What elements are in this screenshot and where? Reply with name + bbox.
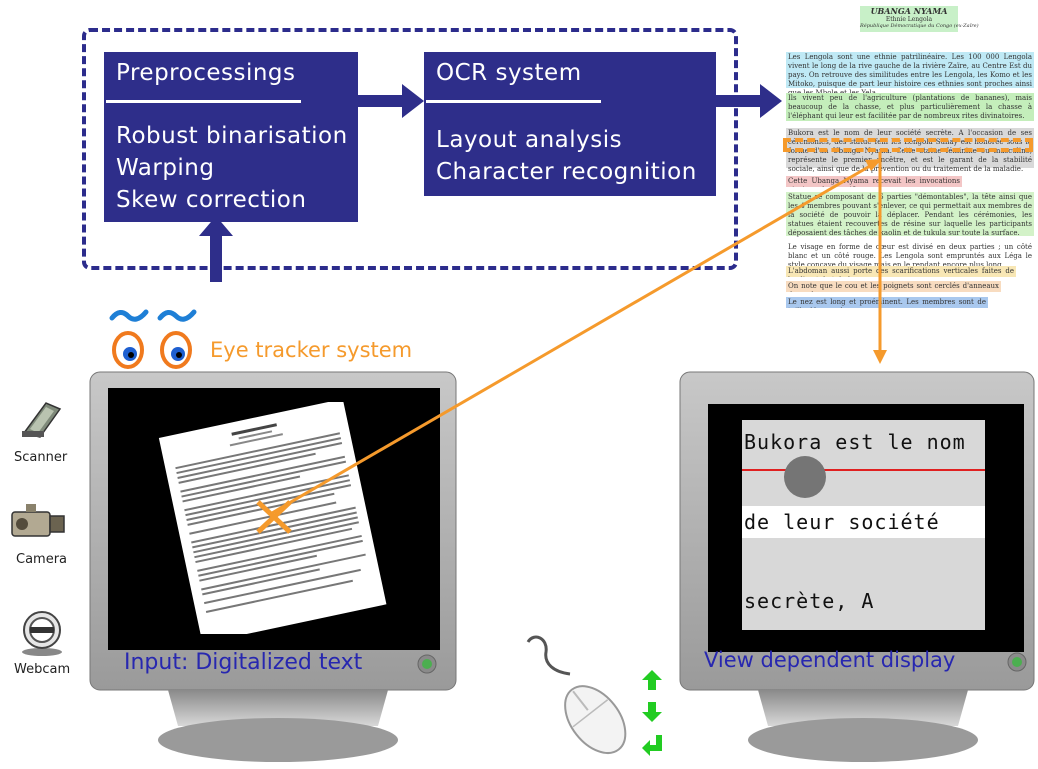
document-paragraph: Ils vivent peu de l'agriculture (plantat…	[786, 93, 1034, 121]
device-label: Camera	[16, 552, 68, 567]
gaze-arrowhead	[873, 350, 887, 364]
paragraph-text: L'abdoman aussi porte des scarifications…	[788, 267, 1014, 277]
document-paragraph: Le visage en forme de cœur est divisé en…	[786, 242, 1034, 270]
preprocessing-item: Warping	[116, 155, 215, 181]
webcam-icon	[22, 611, 62, 656]
pipeline-arrows	[199, 84, 782, 282]
display-line: secrète, A	[744, 589, 875, 613]
output-label: View dependent display	[704, 648, 956, 672]
mouse-icon	[526, 635, 627, 754]
document-paragraph: Le nez est long et proéminent. Les membr…	[786, 297, 988, 308]
display-line: Bukora est le nom	[744, 430, 966, 454]
paragraph-text: On note que le cou et les poignets sont …	[788, 282, 999, 292]
ocr-item: Layout analysis	[436, 127, 623, 153]
document-header: UBANGA NYAMA Ethnie Lengola République D…	[860, 6, 979, 32]
pipeline-frame	[82, 28, 738, 270]
paragraph-text: Le nez est long et proéminent. Les membr…	[788, 298, 986, 308]
arrow-up-to-preprocessing	[199, 216, 233, 282]
document-title: UBANGA NYAMA	[870, 6, 948, 16]
document-paragraph: Statue se composant de 6 parties "démont…	[786, 192, 1034, 237]
preprocessing-item: Robust binarisation	[116, 123, 348, 149]
document-paragraph: On note que le cou et les poignets sont …	[786, 281, 1001, 292]
ocr-items: Layout analysis Character recognition	[436, 124, 697, 188]
ocr-box: OCR system Layout analysis Character rec…	[424, 52, 716, 196]
ocr-divider	[426, 100, 601, 103]
document-subtitle: République Démocratique du Congo (ex-Zaï…	[860, 23, 979, 29]
device-label: Scanner	[14, 450, 68, 465]
preprocessing-box: Preprocessings Robust binarisation Warpi…	[104, 52, 358, 222]
scanner-icon	[22, 402, 62, 438]
paragraph-text: Statue se composant de 6 parties "démont…	[788, 193, 1032, 237]
eyes-icon	[109, 309, 197, 369]
camera-icon	[11, 504, 65, 537]
document-subtitle: Ethnie Lengola	[885, 16, 933, 23]
paragraph-text: Ils vivent peu de l'agriculture (plantat…	[788, 94, 1032, 120]
focus-band	[742, 506, 985, 538]
arrow-ocr-to-document	[716, 84, 782, 118]
gaze-highlight-region	[783, 138, 1033, 152]
enter-icon[interactable]	[640, 733, 664, 757]
display-line: de leur société	[744, 510, 940, 534]
paragraph-text: Le visage en forme de cœur est divisé en…	[788, 243, 1032, 269]
eye-tracker-label: Eye tracker system	[210, 338, 413, 362]
ocr-item: Character recognition	[436, 159, 697, 185]
gaze-arrowhead	[865, 159, 882, 171]
document-paragraph: L'abdoman aussi porte des scarifications…	[786, 266, 1016, 277]
input-label: Input: Digitalized text	[124, 650, 363, 675]
document-paragraph: Les Lengola sont une ethnie patrilinéair…	[786, 52, 1034, 97]
preprocessing-items: Robust binarisation Warping Skew correct…	[116, 120, 348, 216]
preprocessing-item: Skew correction	[116, 187, 307, 213]
device-label: Webcam	[14, 662, 71, 677]
paragraph-text: Cette Ubanga Nyama recevait les invocati…	[788, 177, 960, 187]
preprocessing-title: Preprocessings	[116, 60, 296, 86]
ocr-title: OCR system	[436, 60, 582, 86]
gaze-point	[784, 456, 826, 498]
gaze-line	[742, 469, 985, 471]
arrow-pre-to-ocr	[358, 84, 424, 118]
arrow-up-icon[interactable]	[640, 668, 664, 692]
preprocessing-divider	[106, 100, 301, 103]
document-paragraph: Cette Ubanga Nyama recevait les invocati…	[786, 176, 962, 187]
arrow-down-icon[interactable]	[640, 700, 664, 724]
